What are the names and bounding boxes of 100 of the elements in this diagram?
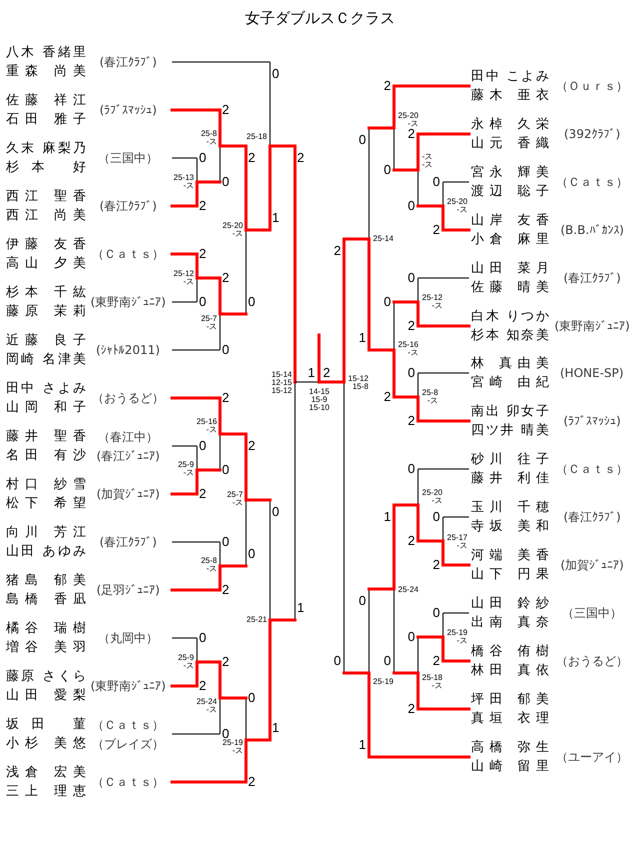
score: 2 — [432, 654, 440, 667]
club-name: （Ｃａｔｓ） — [92, 716, 164, 732]
club-name: (春江ｸﾗﾌﾞ) — [100, 198, 157, 214]
player-name: 岡崎 名津美 — [6, 351, 86, 369]
player-name: 山田 鈴紗 — [471, 595, 549, 613]
club-name: (春江ｸﾗﾌﾞ) — [100, 54, 157, 70]
score: 2 — [248, 151, 256, 164]
game-scores: 25-8 -ス — [422, 389, 438, 405]
player-name: 山元 香織 — [471, 135, 549, 153]
game-scores: 25-16 -ス — [196, 418, 217, 434]
game-scores: 25-19 — [373, 678, 394, 686]
player-name: 高橋 弥生 — [471, 739, 549, 757]
club-name: （三国中） — [98, 150, 158, 166]
score: 2 — [248, 775, 256, 788]
score: 0 — [222, 727, 230, 740]
club-name: (東野南ｼﾞｭﾆｱ) — [90, 294, 166, 310]
score: 0 — [199, 631, 206, 644]
player-name: 橘谷 瑞樹 — [6, 620, 86, 638]
score: 2 — [384, 390, 391, 403]
game-scores: 25-20 -ス — [398, 112, 418, 128]
score: 0 — [358, 133, 366, 146]
game-scores: 25-7 -ス — [226, 491, 243, 507]
score: 1 — [272, 211, 280, 224]
game-scores: 25-9 -ス — [178, 654, 194, 670]
player-name: 佐藤 祥江 — [6, 92, 86, 110]
score: 0 — [248, 295, 256, 308]
player-name: 増谷 美羽 — [6, 638, 86, 657]
club-name: （ユーアイ） — [556, 749, 628, 765]
player-name: 重森 尚美 — [6, 63, 86, 81]
player-name: 宮崎 由紀 — [471, 374, 549, 392]
club-name: (ｼｬﾄﾙ2011) — [96, 342, 160, 358]
game-scores: 15-14 12-15 15-12 — [272, 371, 292, 395]
game-scores: 25-18 -ス — [422, 674, 442, 690]
player-name: 玉川 千穂 — [471, 499, 549, 517]
player-name: 藤原 さくら — [6, 668, 86, 686]
player-name: 村口 紗雪 — [6, 476, 86, 494]
player-name: 向川 芳江 — [6, 524, 86, 542]
club-name: (春江ｸﾗﾌﾞ) — [564, 270, 621, 286]
player-name: 坂田 菫 — [6, 716, 86, 734]
player-name: 伊藤 友香 — [6, 236, 86, 254]
score: 1 — [272, 721, 280, 734]
club-name: （Ｃａｔｓ） — [556, 461, 628, 477]
game-scores: 25-12 -ス — [422, 294, 442, 310]
score: 1 — [358, 331, 366, 344]
player-name: 出南 真奈 — [471, 614, 549, 632]
score: 2 — [248, 439, 256, 452]
club-name: (春江ｼﾞｭﾆｱ) — [96, 448, 160, 464]
player-name: 西江 聖香 — [6, 188, 86, 206]
club-name: （Ｃａｔｓ） — [92, 246, 164, 262]
score: 2 — [408, 319, 415, 332]
game-scores: 25-14 — [373, 235, 394, 243]
player-name: 浅倉 宏美 — [6, 764, 86, 782]
player-name: 白木 りつか — [471, 308, 549, 326]
score: 0 — [432, 175, 440, 188]
player-name: 杉本 千紘 — [6, 284, 86, 302]
player-name: 南出 卯女子 — [471, 403, 549, 421]
game-scores: 25-12 -ス — [174, 270, 194, 286]
score: 1 — [297, 601, 304, 614]
score: 2 — [408, 414, 415, 427]
score: 2 — [199, 487, 206, 500]
score: 2 — [408, 702, 415, 715]
score: 0 — [334, 654, 341, 667]
player-name: 小杉 美悠 — [6, 735, 86, 753]
score: 2 — [222, 655, 230, 668]
club-name: （ブレイズ） — [92, 736, 164, 752]
club-name: （おうるど） — [92, 390, 164, 406]
score: 0 — [199, 439, 206, 452]
game-scores: 25-18 — [246, 133, 267, 141]
player-name: 山田 あゆみ — [6, 543, 86, 561]
game-scores: 25-20 -ス — [422, 489, 442, 505]
score: 1 — [358, 738, 366, 751]
score: 0 — [222, 175, 230, 188]
score: 0 — [358, 594, 366, 607]
player-name: 寺坂 美和 — [471, 518, 549, 536]
score: 2 — [432, 558, 440, 571]
player-name: 藤木 亜衣 — [471, 87, 549, 105]
score: 2 — [334, 244, 341, 257]
score: 0 — [248, 547, 256, 560]
score: 0 — [384, 654, 391, 667]
score: 2 — [408, 127, 415, 140]
score: 0 — [408, 462, 415, 475]
game-scores: 25-8 -ス — [200, 557, 217, 573]
player-name: 永棹 久栄 — [471, 116, 549, 134]
player-name: 猪島 郁美 — [6, 572, 86, 590]
club-name: （おうるど） — [556, 653, 628, 669]
club-name: (東野南ｼﾞｭﾆｱ) — [554, 318, 630, 334]
score: 0 — [408, 199, 415, 212]
player-name: 宮永 輝美 — [471, 164, 549, 182]
score: 0 — [272, 67, 280, 80]
player-name: 林田 真依 — [471, 662, 549, 680]
player-name: 八木 香緒里 — [6, 44, 86, 62]
player-name: 石田 雅子 — [6, 111, 86, 129]
score: 2 — [432, 223, 440, 236]
player-name: 名田 有沙 — [6, 447, 86, 465]
club-name: （Ｃａｔｓ） — [92, 774, 164, 790]
club-name: （三国中） — [562, 605, 622, 621]
player-name: 藤井 利佳 — [471, 470, 549, 488]
player-name: 山岸 友香 — [471, 212, 549, 230]
player-name: 渡辺 聡子 — [471, 183, 549, 201]
club-name: (東野南ｼﾞｭﾆｱ) — [90, 678, 166, 694]
